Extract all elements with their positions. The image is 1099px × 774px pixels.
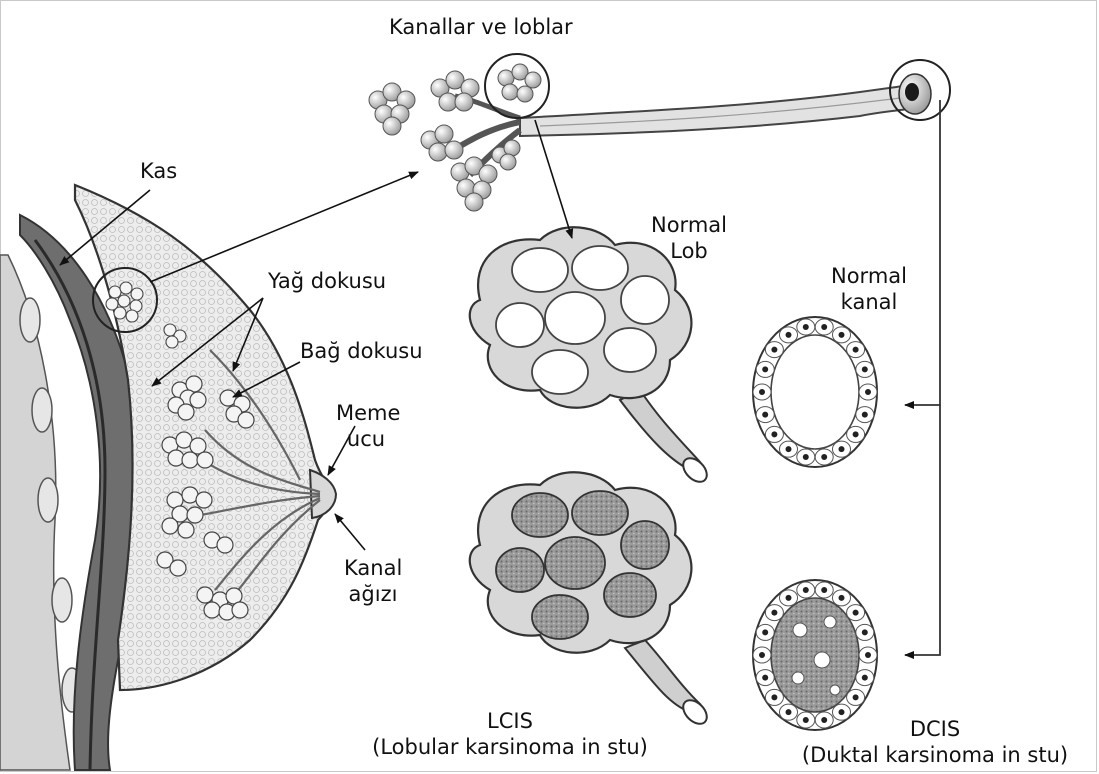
- label-nipple-line1: Meme: [336, 400, 396, 426]
- cell-nucleus: [862, 412, 868, 418]
- label-nipple-line2: ucu: [336, 426, 396, 452]
- arrow-duct-opening: [335, 514, 365, 550]
- cell-nucleus: [803, 587, 809, 593]
- cell-nucleus: [786, 446, 792, 452]
- cell-nucleus: [839, 446, 845, 452]
- label-dcis-line2: (Duktal karsinoma in stu): [785, 742, 1085, 768]
- cell-nucleus: [759, 652, 765, 658]
- cell-nucleus: [771, 347, 777, 353]
- cell-nucleus: [762, 366, 768, 372]
- label-normal-duct: Normal kanal: [822, 263, 916, 316]
- label-nipple: Meme ucu: [336, 400, 396, 453]
- cell-nucleus: [865, 652, 871, 658]
- label-lcis: LCIS (Lobular karsinoma in stu): [350, 708, 670, 761]
- dcis-duct-illustration: [753, 580, 877, 730]
- label-duct-opening: Kanal ağızı: [344, 555, 402, 608]
- label-normal-duct-line2: kanal: [822, 289, 916, 315]
- cell-nucleus: [853, 431, 859, 437]
- label-ducts-lobes: Kanallar ve loblar: [389, 14, 573, 40]
- cell-nucleus: [862, 629, 868, 635]
- cell-nucleus: [821, 324, 827, 330]
- cell-nucleus: [771, 610, 777, 616]
- label-dcis: DCIS (Duktal karsinoma in stu): [785, 716, 1085, 769]
- label-fat-tissue: Yağ dokusu: [268, 268, 386, 294]
- cell-nucleus: [853, 347, 859, 353]
- cell-nucleus: [803, 454, 809, 460]
- cell-nucleus: [865, 389, 871, 395]
- lcis-lobe-illustration: [470, 472, 712, 728]
- cell-nucleus: [853, 694, 859, 700]
- cell-nucleus: [839, 332, 845, 338]
- cell-nucleus: [786, 709, 792, 715]
- cell-nucleus: [759, 389, 765, 395]
- cell-nucleus: [862, 675, 868, 681]
- ducts-and-lobes-illustration: [369, 54, 950, 211]
- lobe-cluster: [369, 83, 415, 135]
- label-muscle: Kas: [140, 158, 177, 184]
- arrow-normal-lobe: [535, 120, 572, 238]
- cell-nucleus: [762, 675, 768, 681]
- cell-nucleus: [771, 431, 777, 437]
- normal-duct-illustration: [753, 317, 877, 467]
- connector-lines: [905, 100, 940, 655]
- cell-nucleus: [762, 629, 768, 635]
- cell-nucleus: [786, 332, 792, 338]
- label-normal-duct-line1: Normal: [822, 263, 916, 289]
- label-duct-opening-line1: Kanal: [344, 555, 402, 581]
- cell-nucleus: [771, 694, 777, 700]
- cell-nucleus: [862, 366, 868, 372]
- cell-nucleus: [821, 587, 827, 593]
- arrow-ducts-lobes: [150, 172, 418, 282]
- label-duct-opening-line2: ağızı: [344, 581, 402, 607]
- cell-nucleus: [803, 324, 809, 330]
- label-dcis-line1: DCIS: [785, 716, 1085, 742]
- label-normal-lobe-line2: Lob: [642, 238, 736, 264]
- cell-nucleus: [839, 709, 845, 715]
- cell-nucleus: [839, 595, 845, 601]
- cell-nucleus: [853, 610, 859, 616]
- normal-lobe-illustration: [470, 227, 712, 486]
- label-connective-tissue: Bağ dokusu: [300, 338, 423, 364]
- label-normal-lobe: Normal Lob: [642, 212, 736, 265]
- label-normal-lobe-line1: Normal: [642, 212, 736, 238]
- cell-nucleus: [786, 595, 792, 601]
- label-lcis-line1: LCIS: [350, 708, 670, 734]
- cell-nucleus: [762, 412, 768, 418]
- label-lcis-line2: (Lobular karsinoma in stu): [350, 734, 670, 760]
- cell-nucleus: [821, 454, 827, 460]
